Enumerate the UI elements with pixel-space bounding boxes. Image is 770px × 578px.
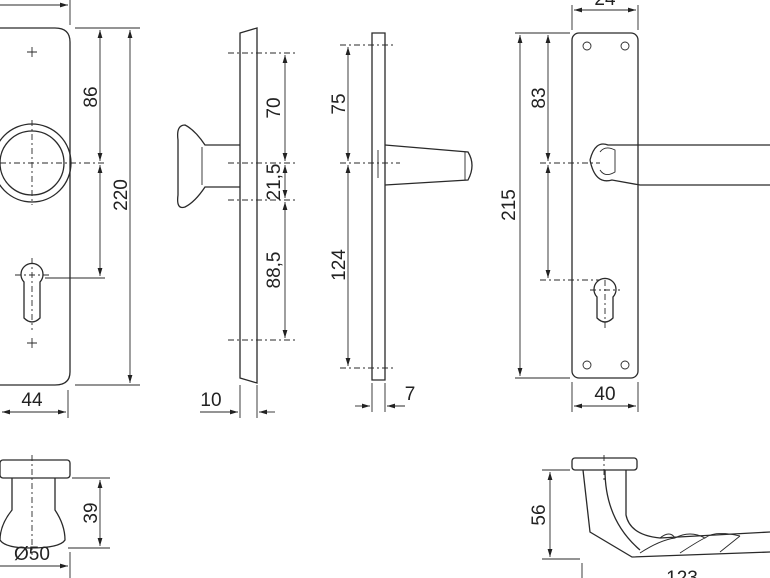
- dim-10: 10: [200, 390, 221, 411]
- dim-86: 86: [81, 86, 102, 107]
- knob-profile: 39 Ø50: [0, 455, 110, 578]
- dim-21-5: 21,5: [264, 164, 285, 201]
- dim-124: 124: [329, 249, 350, 281]
- dim-24: 24: [594, 0, 616, 10]
- front-view-lever-plate: 24 83 215 40: [499, 0, 770, 412]
- dim-44: 44: [21, 390, 43, 411]
- dim-215: 215: [499, 189, 520, 221]
- dim-39: 39: [81, 502, 102, 523]
- dim-7: 7: [405, 384, 416, 405]
- dim-75: 75: [329, 93, 350, 114]
- side-view-lever: 75 124 7: [329, 32, 473, 412]
- dim-83: 83: [529, 87, 550, 108]
- front-view-knob-plate: 86 220 44: [0, 0, 140, 418]
- dim-88-5: 88,5: [264, 252, 285, 289]
- lever-profile: 56 123: [529, 455, 770, 578]
- dim-40: 40: [594, 384, 615, 405]
- dim-56: 56: [529, 504, 550, 525]
- side-view-knob: 70 21,5 88,5 10: [177, 27, 295, 418]
- dim-220: 220: [111, 179, 132, 211]
- dim-70: 70: [264, 97, 285, 118]
- dim-diameter-50: Ø50: [14, 544, 50, 565]
- dim-123: 123: [666, 568, 698, 578]
